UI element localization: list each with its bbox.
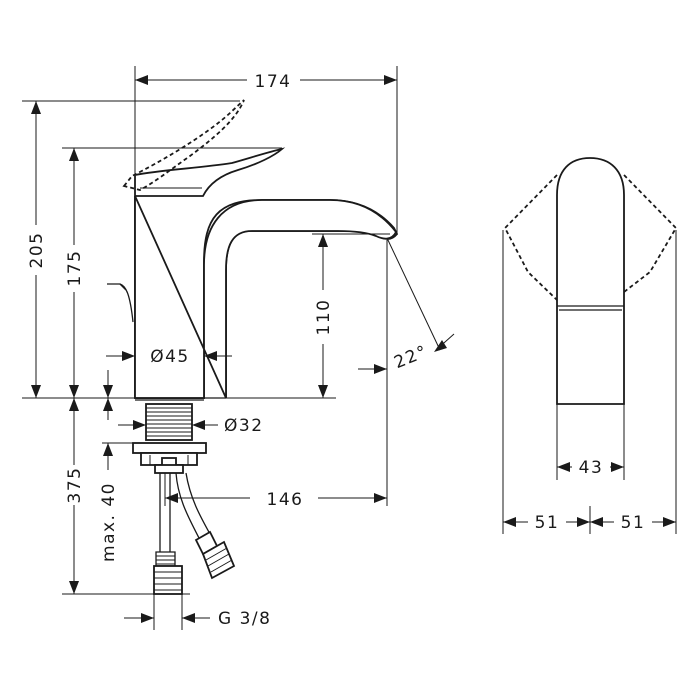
dimension-lines: [31, 75, 676, 623]
dim-connection: G 3/8: [218, 609, 271, 629]
faucet-side-view: [107, 99, 399, 595]
threaded-shank: [135, 399, 204, 441]
dim-height-under-spout: 110: [314, 299, 334, 336]
popup-rod: [107, 283, 134, 323]
dim-height-spout: 175: [65, 250, 85, 287]
dim-max-thickness: max. 40: [99, 482, 119, 562]
dim-below-counter: 375: [65, 467, 85, 504]
front-lever-right-dashed: [623, 174, 678, 293]
extension-lines: [22, 66, 677, 630]
dim-height-total: 205: [27, 232, 47, 269]
dim-reach: 146: [267, 490, 304, 510]
dim-spout-angle: 22°: [391, 342, 431, 374]
faucet-front-view: [503, 157, 678, 405]
dim-handle-width: 43: [579, 458, 604, 478]
dim-width-overall: 174: [255, 72, 292, 92]
lever-open-dashed: [122, 99, 245, 191]
lever-handle: [134, 147, 286, 197]
dim-side-right: 51: [621, 513, 646, 533]
dimension-labels: 174 205 175 110 Ø45 Ø32 22° 375 max. 40 …: [27, 72, 646, 629]
dim-base-diameter: Ø45: [150, 347, 190, 367]
supply-hoses: [153, 472, 236, 595]
dim-shank-diameter: Ø32: [224, 416, 264, 436]
front-body-outline: [556, 157, 625, 405]
front-lever-left-dashed: [503, 174, 558, 301]
dim-side-left: 51: [535, 513, 560, 533]
fixing-nut: [132, 442, 207, 474]
